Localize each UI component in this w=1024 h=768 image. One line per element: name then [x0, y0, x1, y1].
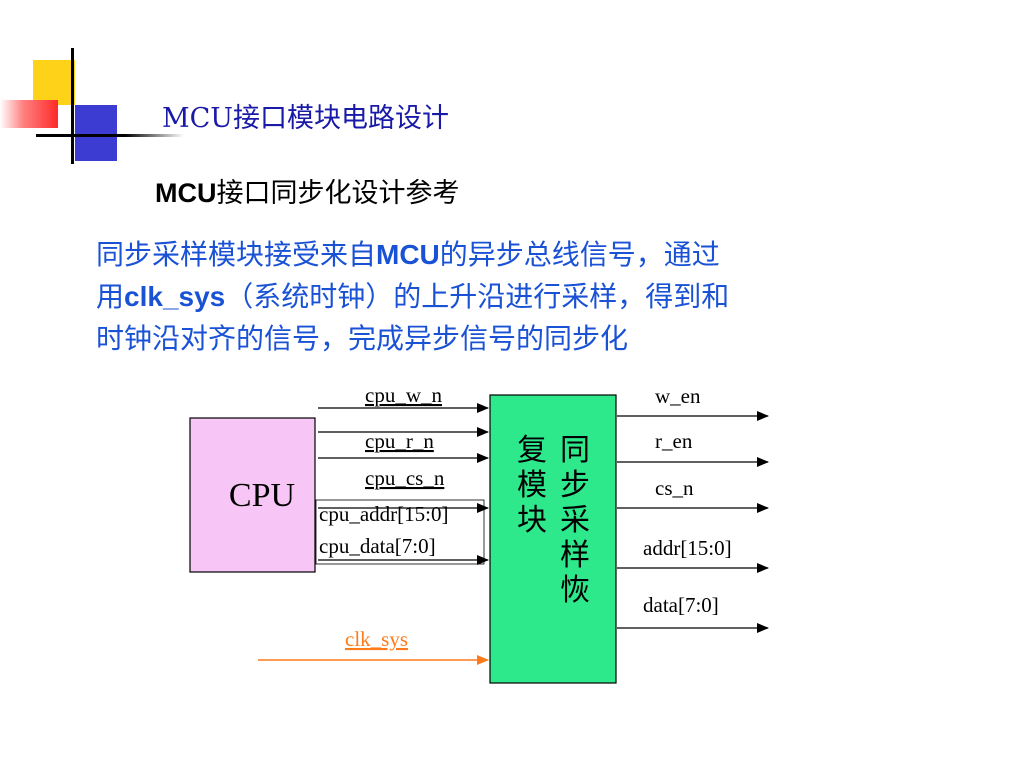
- output-label-2: cs_n: [655, 476, 694, 500]
- cpu-label: CPU: [229, 477, 295, 514]
- module-char-col2-4: 恢: [560, 573, 590, 608]
- subtitle: MCU接口同步化设计参考: [155, 171, 460, 210]
- body-line-1-a: 同步采样模块接受来自: [96, 238, 377, 271]
- input-label-2: cpu_cs_n: [365, 466, 445, 490]
- corner-horizontal-line: [36, 134, 184, 137]
- body-line-2: 用clk_sys（系统时钟）的上升沿进行采样，得到和: [96, 276, 896, 318]
- module-char-col2-1: 步: [560, 468, 590, 503]
- input-label-3: cpu_addr[15:0]: [319, 502, 448, 526]
- body-line-3: 时钟沿对齐的信号，完成异步信号的同步化: [96, 322, 629, 355]
- module-char-col1-0: 复: [517, 433, 547, 468]
- input-label-frame: [315, 499, 485, 565]
- output-label-0: w_en: [655, 384, 701, 408]
- input-label-4: cpu_data[7:0]: [319, 534, 436, 558]
- body-text: 同步采样模块接受来自MCU的异步总线信号，通过 用clk_sys（系统时钟）的上…: [96, 234, 896, 360]
- corner-red-bar: [0, 100, 58, 128]
- body-line-1-c: 的异步总线信号，通过: [439, 238, 720, 271]
- module-char-col1-1: 模: [517, 468, 547, 503]
- input-label-0: cpu_w_n: [365, 383, 442, 407]
- corner-blue-square: [75, 105, 117, 161]
- module-char-col2-0: 同: [560, 433, 590, 468]
- corner-yellow-square: [33, 60, 75, 105]
- module-char-col1-2: 块: [517, 503, 547, 538]
- clock-label: clk_sys: [345, 627, 408, 651]
- sync-module-block: [489, 394, 617, 684]
- output-signals: w_en r_en cs_n addr[15:0] data[7:0]: [617, 384, 769, 633]
- corner-vertical-line: [71, 48, 74, 164]
- output-label-4: data[7:0]: [643, 593, 719, 617]
- subtitle-rest: 接口同步化设计参考: [216, 178, 460, 209]
- subtitle-bold: MCU: [155, 178, 217, 208]
- input-label-1: cpu_r_n: [365, 429, 434, 453]
- body-line-2-a: 用: [96, 280, 125, 313]
- output-label-1: r_en: [655, 429, 693, 453]
- body-line-2-c: （系统时钟）的上升沿进行采样，得到和: [225, 280, 730, 313]
- module-label-col-1: 复模块: [517, 433, 547, 538]
- cpu-block: [189, 417, 316, 573]
- input-signals: cpu_w_n cpu_r_n cpu_cs_n cpu_addr[15:0] cpu_…: [315, 383, 489, 565]
- slide-title: MCU接口模块电路设计: [162, 103, 450, 134]
- output-label-3: addr[15:0]: [643, 536, 732, 560]
- body-line-1: 同步采样模块接受来自MCU的异步总线信号，通过: [96, 234, 896, 276]
- module-char-col2-3: 样: [560, 538, 590, 573]
- body-line-2-b: clk_sys: [124, 281, 226, 312]
- module-char-col2-2: 采: [560, 503, 590, 538]
- body-line-1-b: MCU: [376, 239, 440, 270]
